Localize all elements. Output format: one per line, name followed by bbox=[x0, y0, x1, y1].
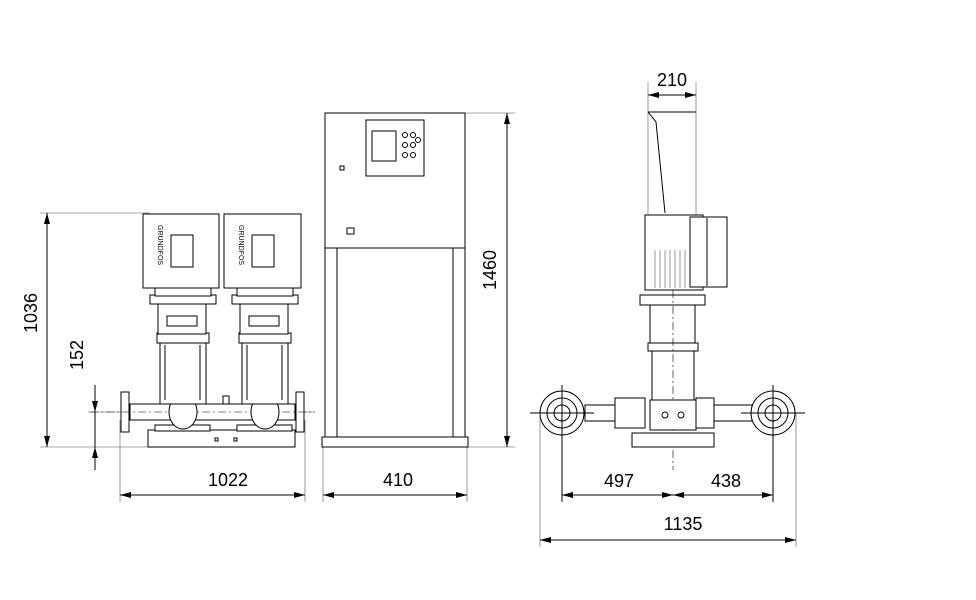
dim-pipe-height: 152 bbox=[67, 340, 87, 370]
side-view: 210 497 bbox=[530, 70, 805, 547]
cabinet-view: 1460 410 bbox=[321, 112, 515, 502]
dim-side-top-width: 210 bbox=[657, 70, 687, 90]
baseplate bbox=[147, 429, 296, 448]
dim-cabinet-width: 410 bbox=[383, 470, 413, 490]
side-control-box bbox=[689, 216, 728, 288]
side-base bbox=[631, 432, 715, 448]
right-flange bbox=[741, 385, 805, 502]
front-view: GRUNDFOS GRUNDFOS 1036 152 1022 bbox=[21, 212, 315, 502]
dim-side-total: 1135 bbox=[664, 514, 703, 534]
pump-1-control-panel bbox=[170, 234, 194, 268]
pump-2-control-panel bbox=[251, 234, 275, 268]
left-flange bbox=[530, 385, 594, 502]
pump-2: GRUNDFOS bbox=[223, 213, 302, 432]
dim-cabinet-height: 1460 bbox=[480, 250, 500, 290]
dim-front-width: 1022 bbox=[208, 470, 248, 490]
pump-1: GRUNDFOS bbox=[142, 213, 220, 432]
svg-text:GRUNDFOS: GRUNDFOS bbox=[237, 225, 244, 265]
dim-front-height: 1036 bbox=[21, 293, 41, 333]
dim-side-right: 438 bbox=[711, 471, 741, 491]
svg-text:GRUNDFOS: GRUNDFOS bbox=[156, 225, 163, 265]
dim-side-left: 497 bbox=[604, 471, 634, 491]
